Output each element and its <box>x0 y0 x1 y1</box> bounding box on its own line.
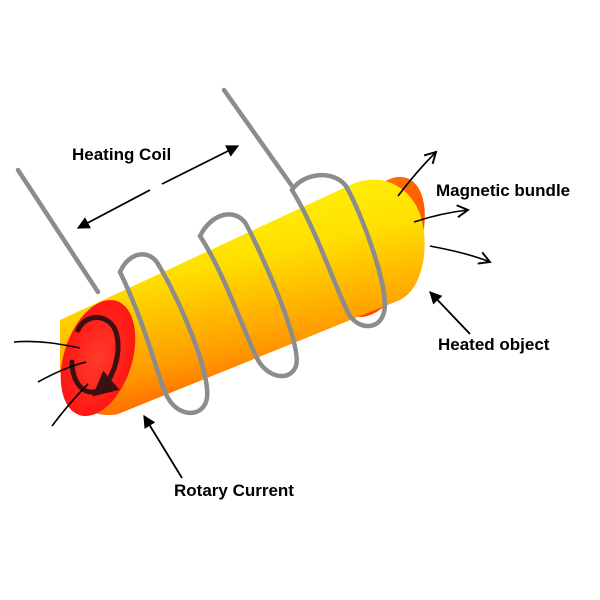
coil-back-turns <box>117 172 349 275</box>
rotary-current-pointer <box>143 414 183 479</box>
coil-lead-left <box>15 167 101 295</box>
magnetic-bundle-arrows <box>397 150 492 265</box>
heating-coil-label: Heating Coil <box>72 145 172 164</box>
heated-object-label: Heated object <box>438 335 550 354</box>
coil-lead-right <box>221 87 295 189</box>
coil-front-turns <box>117 183 388 415</box>
heated-object-pointer <box>429 291 471 335</box>
rotary-current-label: Rotary Current <box>174 481 294 500</box>
incoming-field-lines <box>13 340 89 427</box>
heating-coil-arrow-right <box>161 145 240 185</box>
heating-coil-arrow-left <box>76 189 151 229</box>
magnetic-bundle-label: Magnetic bundle <box>436 181 571 200</box>
